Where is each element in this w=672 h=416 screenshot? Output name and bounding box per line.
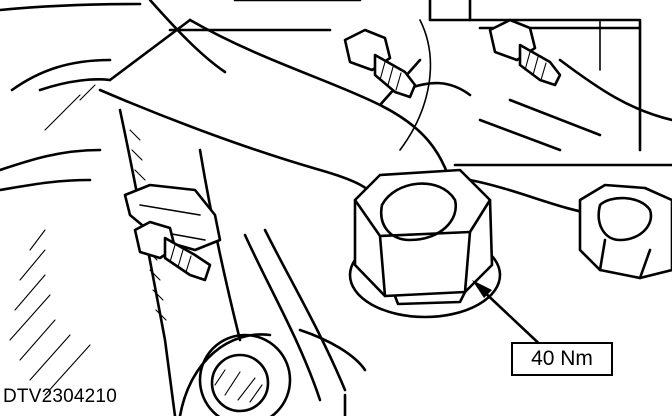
chassis-outline xyxy=(0,0,672,217)
upper-bolt-left xyxy=(343,28,417,99)
bracket-bolt xyxy=(133,220,212,282)
hex-nut xyxy=(348,168,502,319)
figure-id-label: DTV2304210 xyxy=(3,386,117,407)
side-nut xyxy=(578,183,672,280)
lower-bushing xyxy=(178,328,367,416)
upper-bolt-right xyxy=(488,18,562,87)
strut-rod xyxy=(9,84,347,416)
control-arm xyxy=(38,18,472,207)
torque-value-label: 40 Nm xyxy=(531,347,593,370)
torque-callout-box: 40 Nm xyxy=(511,342,613,376)
torque-arrow xyxy=(472,280,550,354)
